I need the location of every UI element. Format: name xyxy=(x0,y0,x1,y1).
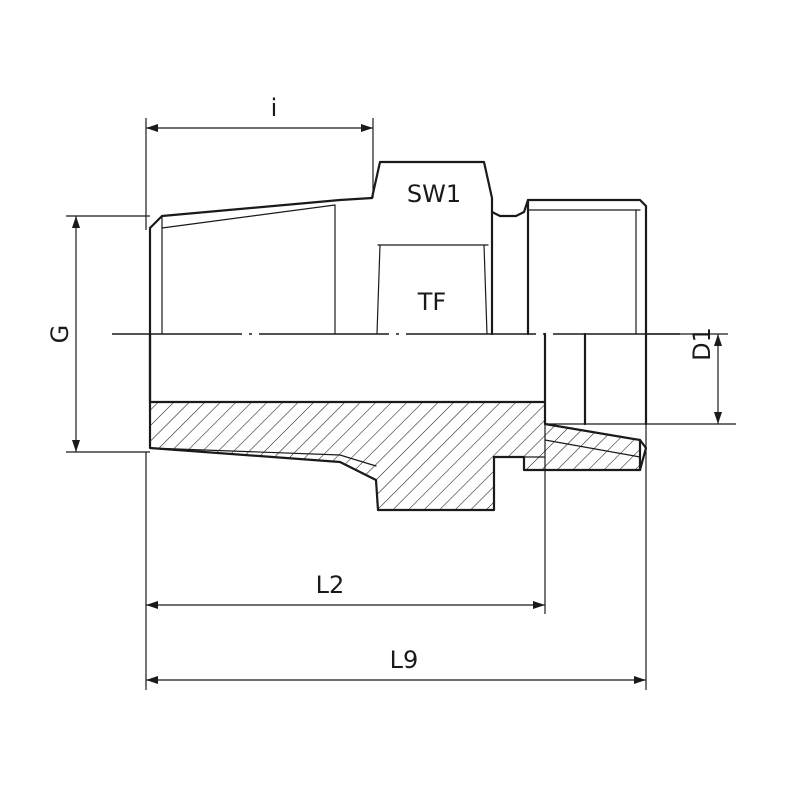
dimension-i: i xyxy=(145,94,374,230)
section-hatch-body xyxy=(148,400,642,512)
label-i: i xyxy=(271,94,278,122)
label-g: G xyxy=(46,325,74,344)
label-sw1: SW1 xyxy=(407,180,461,208)
label-l2: L2 xyxy=(316,571,345,599)
label-l9: L9 xyxy=(390,646,419,674)
label-d1: D1 xyxy=(688,327,716,361)
fitting-upper-outline xyxy=(148,160,648,426)
dimension-l9: L9 xyxy=(146,424,647,690)
label-tf: TF xyxy=(417,288,446,316)
dimension-l2: L2 xyxy=(145,424,546,690)
dimension-d1: D1 xyxy=(585,327,736,425)
dimension-g: G xyxy=(46,215,150,453)
